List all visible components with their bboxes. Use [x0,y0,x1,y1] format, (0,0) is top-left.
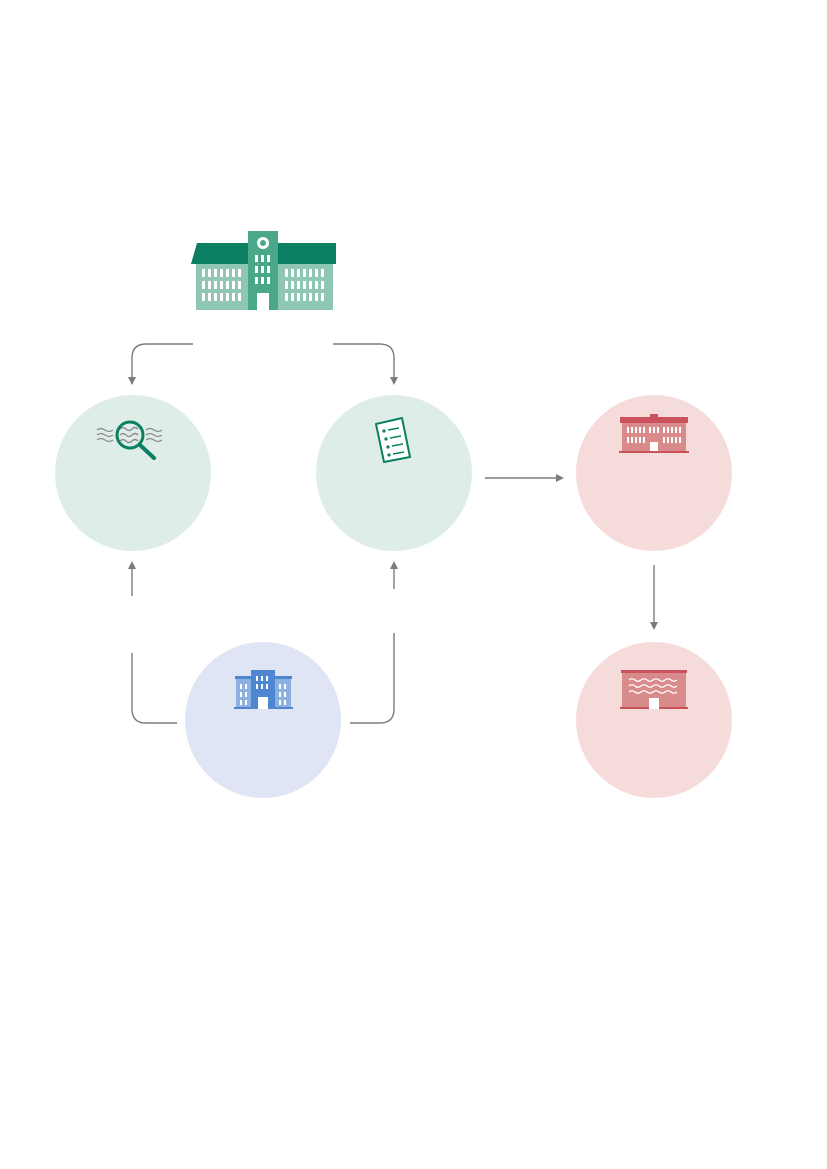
checklist-document-icon [375,417,411,463]
arrow-top-to-middle [333,343,398,385]
storage-building-icon [620,670,688,709]
arrow-bottom-to-middle [350,633,395,724]
circle-right-top [576,395,732,551]
circle-right-bottom [576,642,732,798]
institution-building-icon [619,414,689,453]
arrow-top-to-left [128,343,193,385]
arrow-bottom-to-left [131,653,177,724]
circle-bottom [185,642,341,798]
university-building-icon [191,231,336,310]
magnifier-icon [96,420,163,460]
office-building-icon [234,670,293,709]
circle-left [55,395,211,551]
circle-middle [316,395,472,551]
